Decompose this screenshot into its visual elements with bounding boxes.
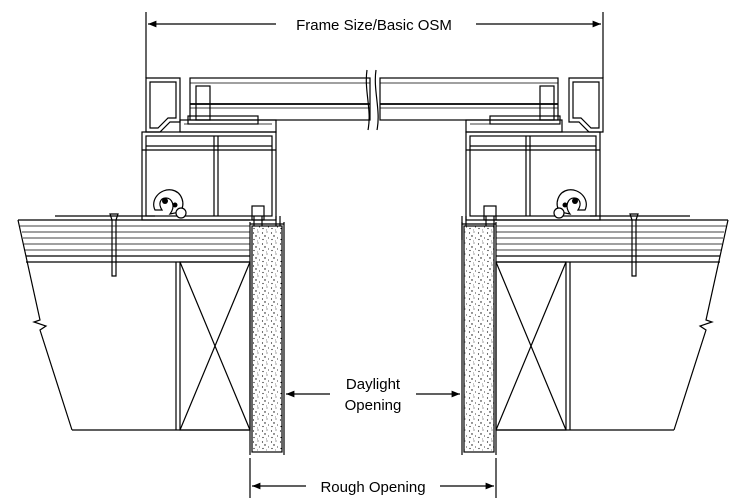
left-curb-wall	[249, 222, 285, 455]
daylight-label-line1: Daylight	[346, 376, 401, 393]
glazing-right-outline	[379, 77, 559, 121]
frame-size-label: Frame Size/Basic OSM	[296, 17, 452, 34]
glazing-left-outline	[189, 77, 371, 121]
break-line-left	[365, 69, 370, 131]
rough-opening-dimension: Rough Opening	[249, 458, 497, 498]
rough-opening-label: Rough Opening	[320, 479, 425, 496]
daylight-opening-dimension: Daylight Opening	[286, 376, 460, 414]
left-roof-curb	[17, 213, 251, 431]
glazing-unit	[187, 69, 561, 131]
left-frame-extrusion	[141, 77, 281, 240]
right-frame-extrusion	[461, 77, 604, 240]
break-line-right	[374, 69, 379, 131]
right-curb-wall	[461, 222, 497, 455]
daylight-label-line2: Opening	[345, 397, 402, 414]
right-roof-curb	[495, 213, 729, 431]
frame-size-dimension: Frame Size/Basic OSM	[145, 12, 604, 78]
